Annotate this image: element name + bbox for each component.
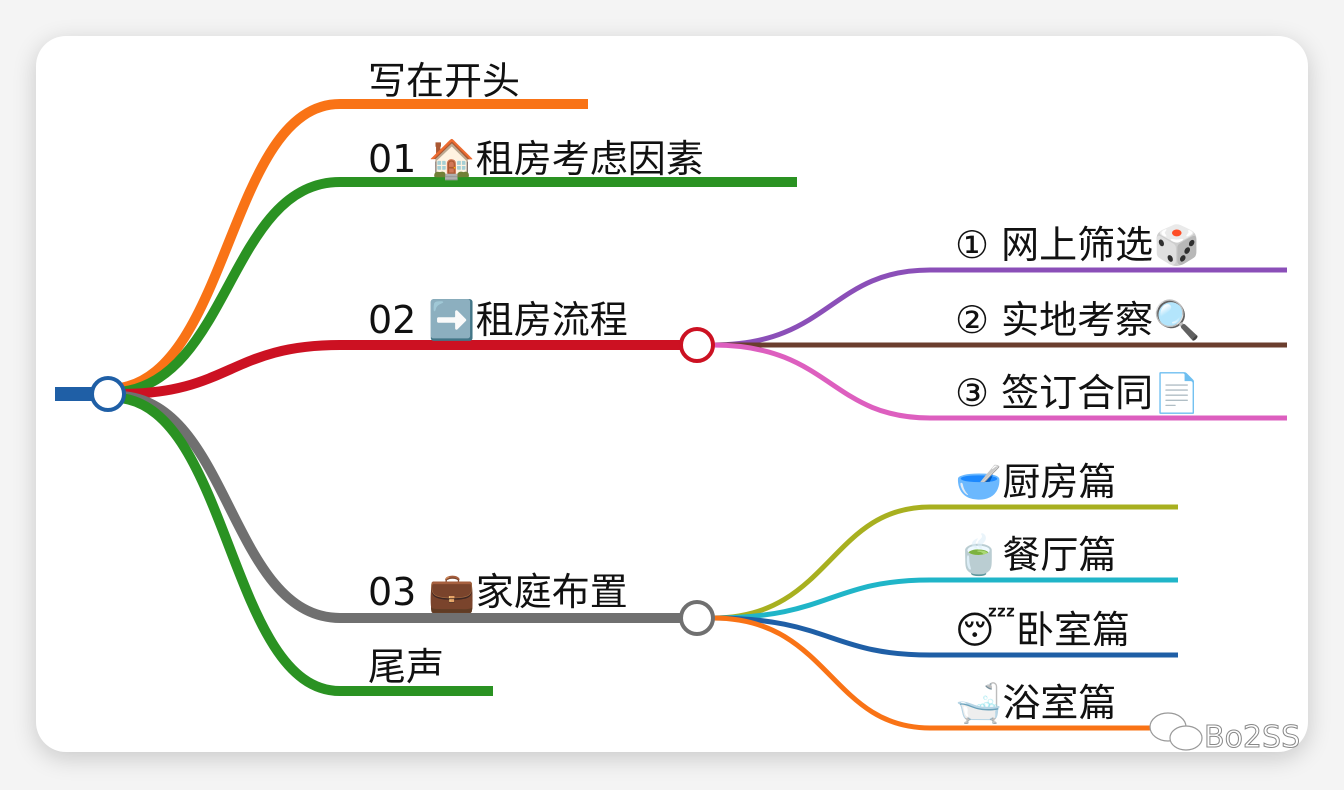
sub-line-1 bbox=[712, 267, 1287, 348]
branch-line-intro bbox=[119, 99, 588, 393]
subtopic-bathroom[interactable]: 🛁浴室篇 bbox=[955, 681, 1116, 725]
sub-line-kitchen bbox=[712, 504, 1178, 621]
watermark-text: Bo2SS bbox=[1204, 720, 1300, 755]
subtopic-online-filter[interactable]: ① 网上筛选🎲 bbox=[955, 223, 1200, 267]
topic-01[interactable]: 01 🏠租房考虑因素 bbox=[368, 137, 704, 181]
node-02-collapse[interactable] bbox=[679, 327, 715, 363]
subtopic-sign-contract[interactable]: ③ 签订合同📄 bbox=[955, 371, 1200, 415]
root-node[interactable] bbox=[90, 376, 126, 412]
branch-line-03 bbox=[119, 391, 682, 623]
subtopic-site-visit[interactable]: ② 实地考察🔍 bbox=[955, 296, 1200, 342]
branch-line-01 bbox=[119, 177, 797, 397]
root-stub bbox=[55, 387, 95, 401]
node-03-collapse[interactable] bbox=[679, 600, 715, 636]
topic-intro[interactable]: 写在开头 bbox=[368, 59, 520, 103]
sub-line-dining bbox=[712, 577, 1178, 621]
sub-line-3 bbox=[712, 342, 1287, 421]
subtopic-dining[interactable]: 🍵餐厅篇 bbox=[955, 532, 1116, 577]
topic-03[interactable]: 03 💼家庭布置 bbox=[368, 570, 628, 614]
sub-line-bedroom bbox=[712, 615, 1178, 658]
wechat-icon bbox=[1149, 712, 1203, 751]
branch-line-02 bbox=[119, 340, 682, 399]
mindmap-canvas bbox=[36, 36, 1308, 752]
topic-end[interactable]: 尾声 bbox=[368, 645, 444, 689]
sub-line-bathroom bbox=[712, 615, 1150, 731]
subtopic-bedroom[interactable]: 😴卧室篇 bbox=[955, 607, 1130, 652]
topic-02[interactable]: 02 ➡️租房流程 bbox=[368, 298, 628, 342]
branch-line-end bbox=[119, 393, 493, 696]
subtopic-kitchen[interactable]: 🥣厨房篇 bbox=[955, 460, 1116, 504]
